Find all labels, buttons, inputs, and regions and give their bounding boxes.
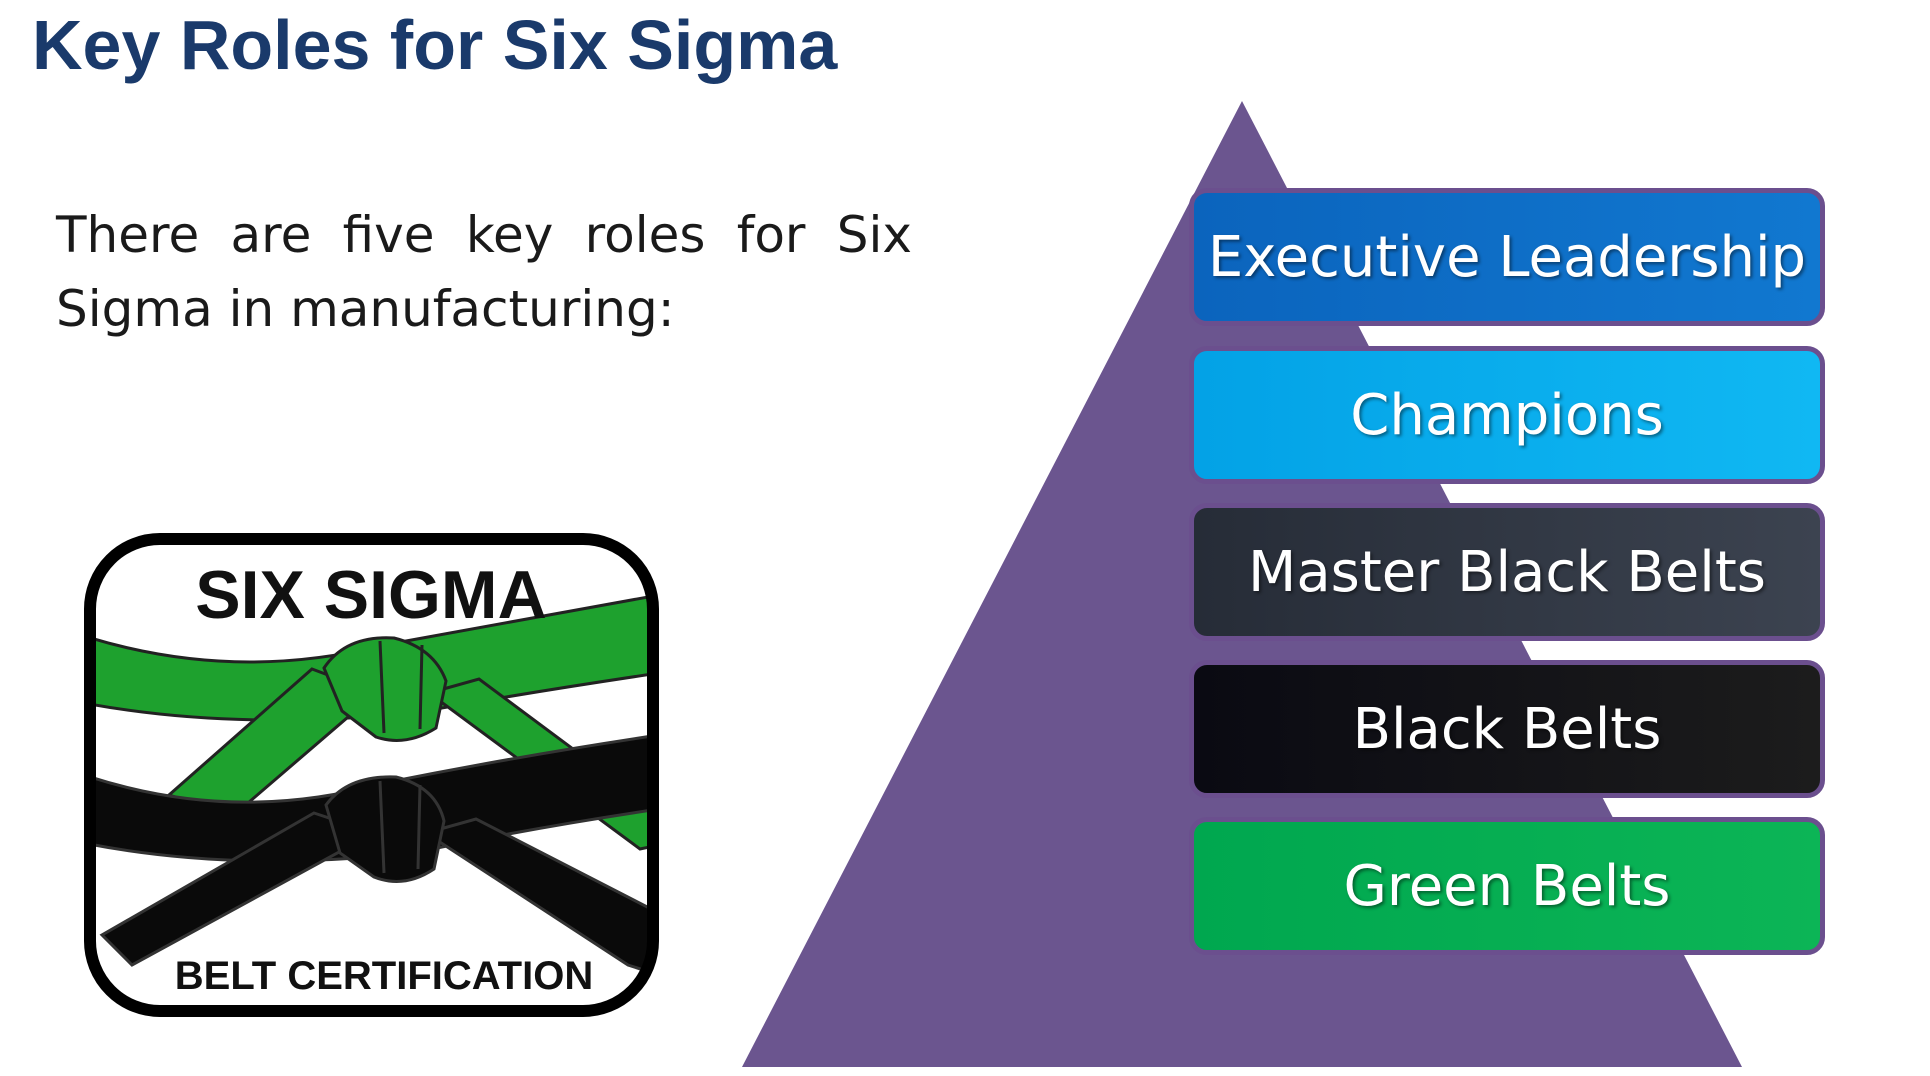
badge-frame: [84, 533, 659, 1017]
six-sigma-belt-badge: SIX SIGMA BELT CERTIFICATION: [84, 533, 659, 1017]
badge-bottom-text: BELT CERTIFICATION: [175, 954, 593, 998]
role-box-green-belts: Green Belts: [1189, 817, 1825, 955]
role-box-champions: Champions: [1189, 346, 1825, 484]
black-belt-tail-right-icon: [422, 817, 653, 978]
role-box-master-black-belts: Master Black Belts: [1189, 503, 1825, 641]
black-belt-knot-icon: [324, 775, 446, 883]
green-belt-knot-icon: [322, 636, 448, 742]
intro-text: There are five key roles for Six Sigma i…: [56, 206, 912, 338]
badge-top-text: SIX SIGMA: [195, 557, 546, 633]
page-title: Key Roles for Six Sigma: [32, 6, 838, 84]
role-box-black-belts: Black Belts: [1189, 660, 1825, 798]
role-box-executive-leadership: Executive Leadership: [1189, 188, 1825, 326]
